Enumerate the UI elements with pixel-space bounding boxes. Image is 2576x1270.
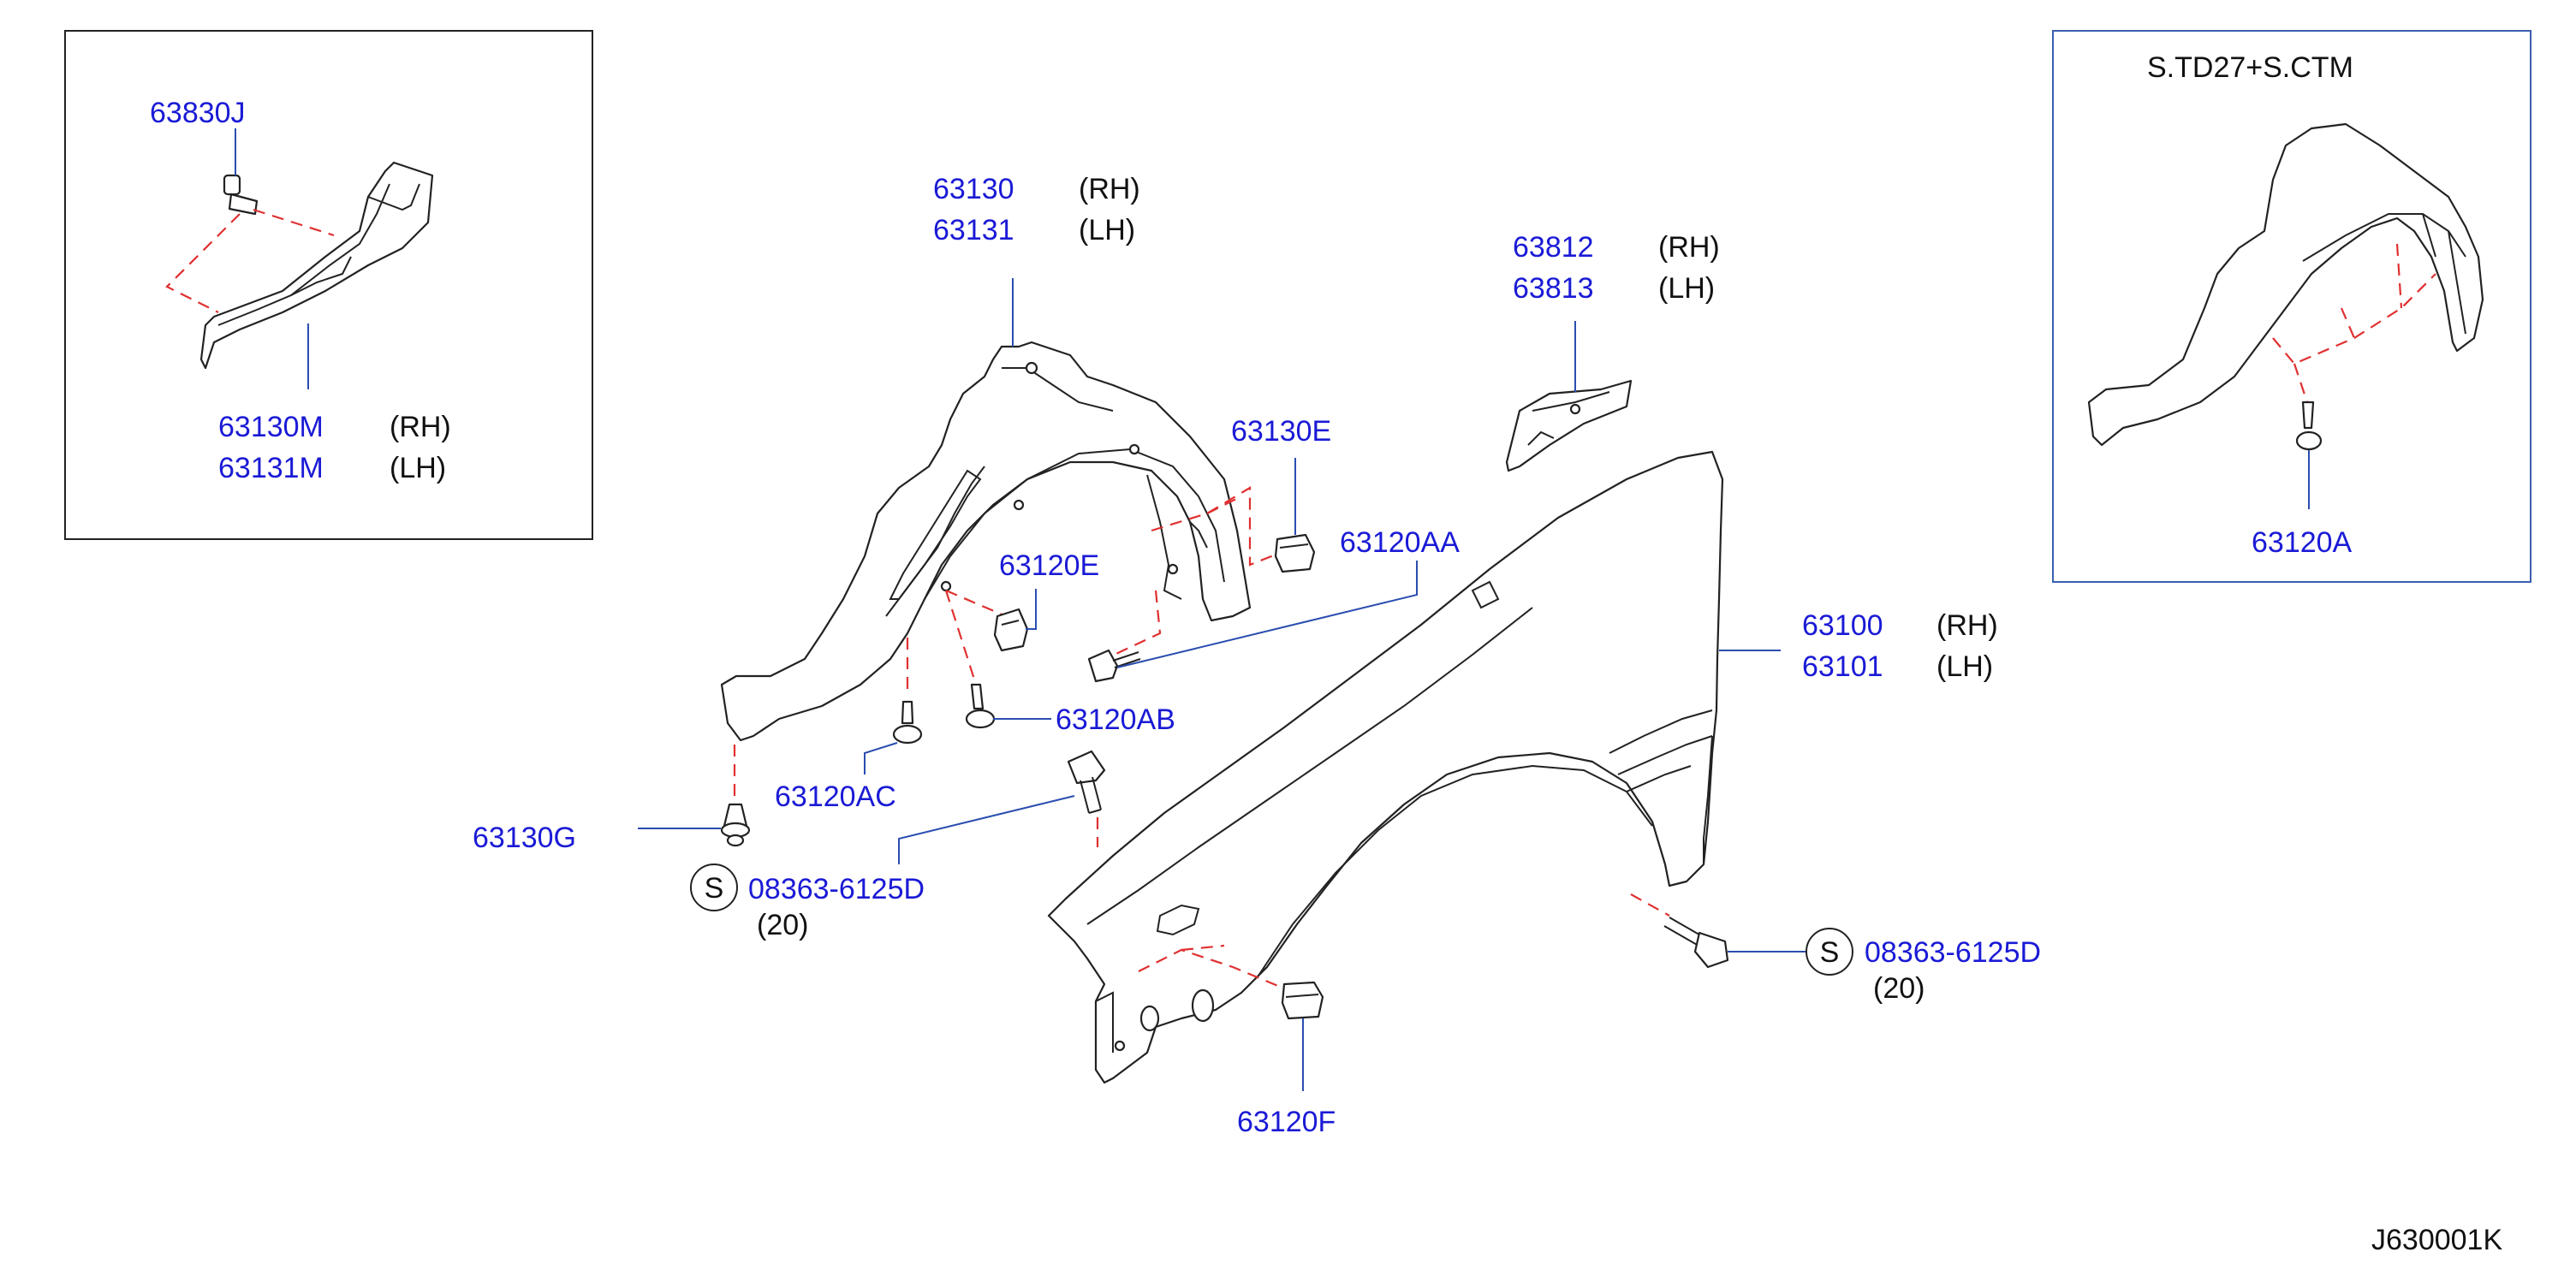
label-63130M-side: (RH)	[390, 411, 451, 443]
label-63131: 63131	[933, 214, 1014, 246]
inset-right: S.TD27+S.CTM 63120A	[2052, 30, 2531, 583]
label-63130G: 63130G	[473, 822, 576, 854]
front-fender	[1047, 450, 1724, 1084]
inset-left-frame	[64, 30, 593, 540]
label-bolt-right: 08363-6125D	[1865, 936, 2041, 969]
label-63130: 63130	[933, 173, 1014, 205]
screw-63120AB	[965, 683, 996, 729]
fender-liner-part	[720, 341, 1252, 742]
screw-63120AC	[892, 700, 923, 745]
label-63101-side: (LH)	[1936, 650, 1993, 683]
fender-liner	[720, 341, 1252, 742]
nut-63130E	[1274, 533, 1316, 573]
label-63812: 63812	[1513, 231, 1594, 264]
bracket-63812	[1505, 379, 1633, 472]
label-63120A: 63120A	[2252, 526, 2353, 559]
inset-right-title: S.TD27+S.CTM	[2147, 51, 2353, 84]
inset-left: 63830J 63130M (RH) 63131M (LH)	[64, 30, 593, 540]
inset-right-frame	[2052, 30, 2531, 583]
label-bolt-left-qty: (20)	[757, 909, 808, 941]
diagram-ref: J630001K	[2371, 1224, 2502, 1256]
label-63130-side: (RH)	[1079, 173, 1140, 205]
label-63100-side: (RH)	[1936, 609, 1998, 642]
front-fender-part	[1047, 450, 1724, 1084]
label-63120AB: 63120AB	[1056, 703, 1175, 736]
mud-guard-part	[199, 161, 434, 370]
symbol-circle-left	[690, 863, 738, 911]
label-63812-side: (RH)	[1658, 231, 1720, 264]
label-63120AA: 63120AA	[1340, 526, 1460, 559]
label-63120AC: 63120AC	[775, 780, 896, 813]
label-63130E: 63130E	[1231, 415, 1331, 448]
symbol-s-right: S	[1820, 936, 1840, 969]
clip-63120F	[1281, 981, 1324, 1020]
clip-63120E	[993, 608, 1029, 652]
label-63101: 63101	[1802, 650, 1883, 683]
clip-63130G	[720, 803, 751, 847]
label-63120F: 63120F	[1237, 1106, 1336, 1138]
label-63100: 63100	[1802, 609, 1883, 642]
label-63813-side: (LH)	[1658, 272, 1715, 305]
bolt-right-08363	[1663, 917, 1729, 969]
symbol-s-left: S	[705, 872, 724, 905]
label-63131M: 63131M	[218, 452, 324, 484]
label-63120E: 63120E	[999, 549, 1099, 582]
label-63830J: 63830J	[150, 97, 246, 129]
inset-liner-part	[2087, 122, 2484, 447]
label-bolt-right-qty: (20)	[1873, 972, 1925, 1005]
label-63813: 63813	[1513, 272, 1594, 305]
clip-63830J	[223, 174, 259, 216]
label-bolt-left: 08363-6125D	[748, 873, 925, 905]
label-63131M-side: (LH)	[390, 452, 446, 484]
screw-63120A	[2295, 401, 2323, 451]
label-63130M: 63130M	[218, 411, 324, 443]
label-63131-side: (LH)	[1079, 214, 1135, 246]
bolt-left-08363	[1067, 750, 1106, 814]
bolt-63120AA	[1087, 649, 1141, 683]
symbol-circle-right	[1806, 928, 1853, 976]
